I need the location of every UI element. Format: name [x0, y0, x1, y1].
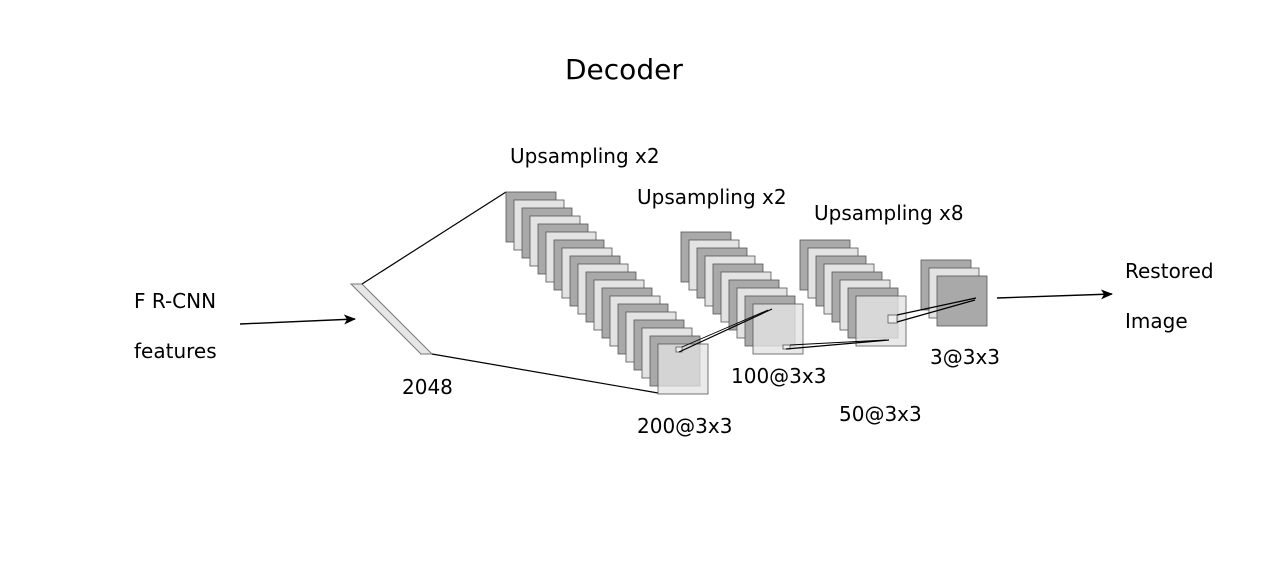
stage1-kernel-label: 200@3x3 [637, 414, 733, 438]
output-label-line2: Image [1125, 309, 1188, 333]
stage3-operation-label: Upsampling x8 [814, 201, 964, 225]
stage3-kernel-label: 50@3x3 [839, 402, 922, 426]
output-arrow [996, 289, 1113, 300]
stage1-operation-label: Upsampling x2 [510, 144, 660, 168]
kernel-line-2a [785, 339, 890, 350]
kernel-line-3b [896, 299, 976, 323]
feature-map-stack-3 [920, 259, 988, 327]
kernel-line-3a [896, 297, 977, 316]
projection-line-bottom [431, 353, 659, 394]
feature-map-square [752, 303, 804, 355]
feature-map-square [657, 343, 709, 395]
feature-vector-slab [349, 283, 434, 355]
kernel-line-1b [681, 309, 769, 348]
input-arrow [239, 314, 356, 325]
kernel-box-3 [887, 314, 898, 324]
feature-map-square [855, 295, 907, 347]
stage2-kernel-label: 100@3x3 [731, 364, 827, 388]
diagram-title: Decoder [565, 53, 683, 86]
stage4-kernel-label: 3@3x3 [930, 345, 1001, 369]
projection-line-top [361, 191, 507, 285]
input-label-line2: features [134, 339, 217, 363]
kernel-line-1a [678, 308, 773, 353]
output-label-line1: Restored [1125, 259, 1214, 283]
stage2-operation-label: Upsampling x2 [637, 185, 787, 209]
feature-map-stack-200 [505, 191, 709, 395]
kernel-line-2b [789, 339, 887, 346]
vector-size-label: 2048 [402, 375, 453, 399]
input-label-line1: F R-CNN [134, 289, 217, 313]
feature-map-stack-50 [799, 239, 907, 347]
